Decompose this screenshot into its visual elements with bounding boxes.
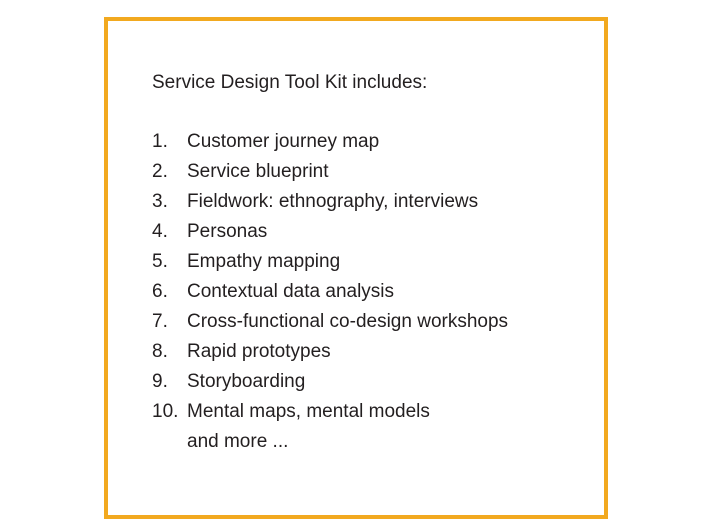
tool-kit-frame: Service Design Tool Kit includes: 1. Cus…: [104, 17, 608, 519]
list-item-number: 2.: [152, 161, 168, 182]
list-item-label: Cross-functional co-design workshops: [187, 311, 509, 332]
list-item-number: 10.: [152, 401, 179, 422]
list-item: 8. Rapid prototypes: [152, 340, 508, 370]
list-item: 9. Storyboarding: [152, 370, 508, 400]
list-item-label: Storyboarding: [187, 371, 306, 392]
list-item: 4. Personas: [152, 220, 508, 250]
list-item: 10. Mental maps, mental models: [152, 400, 508, 430]
list-item: 2. Service blueprint: [152, 160, 508, 190]
tool-list: 1. Customer journey map 2. Service bluep…: [152, 130, 508, 430]
list-item: 3. Fieldwork: ethnography, interviews: [152, 190, 508, 220]
list-item-label: Contextual data analysis: [187, 281, 395, 302]
list-item-label: Personas: [187, 221, 268, 242]
list-item: 5. Empathy mapping: [152, 250, 508, 280]
list-item-number: 1.: [152, 131, 168, 152]
list-item-number: 4.: [152, 221, 168, 242]
list-item-label: Mental maps, mental models: [187, 401, 430, 422]
tool-kit-heading: Service Design Tool Kit includes:: [152, 72, 428, 93]
list-item: 7. Cross-functional co-design workshops: [152, 310, 508, 340]
list-item-number: 5.: [152, 251, 168, 272]
list-item-number: 6.: [152, 281, 168, 302]
list-item-number: 9.: [152, 371, 168, 392]
list-item: 6. Contextual data analysis: [152, 280, 508, 310]
list-item-label: Fieldwork: ethnography, interviews: [187, 191, 479, 212]
list-item-label: Rapid prototypes: [187, 341, 331, 362]
list-item-number: 8.: [152, 341, 168, 362]
list-item-number: 7.: [152, 311, 168, 332]
list-item-label: Service blueprint: [187, 161, 329, 182]
more-text: and more ...: [187, 431, 289, 452]
list-item-number: 3.: [152, 191, 168, 212]
list-item: 1. Customer journey map: [152, 130, 508, 160]
list-item-label: Customer journey map: [187, 131, 380, 152]
list-item-label: Empathy mapping: [187, 251, 341, 272]
